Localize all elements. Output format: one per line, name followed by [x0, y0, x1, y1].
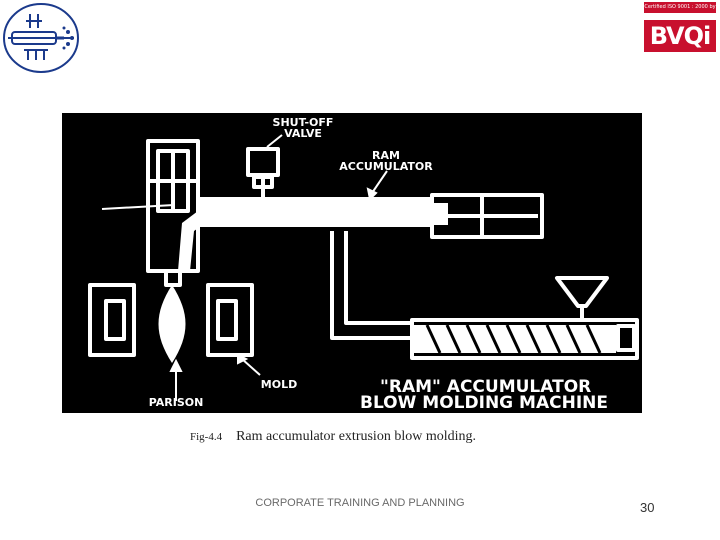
accumulator-arrow	[371, 170, 388, 194]
extruder-barrel	[410, 318, 639, 360]
page-number: 30	[640, 500, 655, 515]
figure-caption: Fig-4.4 Ram accumulator extrusion blow mo…	[190, 429, 476, 445]
valve-arrow	[266, 134, 283, 148]
parison-shape	[158, 285, 186, 363]
ram-accumulator-label: RAM ACCUMULATOR	[339, 149, 433, 173]
mold-label: MOLD	[260, 378, 298, 391]
certification-logo: Certified ISO 9001 : 2000 by BVQi	[644, 2, 716, 52]
shutoff-valve-body	[246, 147, 280, 177]
feed-pipe	[330, 231, 412, 340]
mold-left	[88, 283, 136, 357]
bvqi-mark: BVQi	[644, 20, 716, 52]
diagram-title-line2: BLOW MOLDING MACHINE	[360, 393, 608, 413]
footer-org-text: CORPORATE TRAINING AND PLANNING	[255, 497, 465, 509]
parison-label: PARISON	[148, 396, 204, 409]
figure-number: Fig-4.4	[190, 431, 223, 443]
blow-molding-diagram: SHUT-OFF VALVE RAM ACCUMULATOR PARISON M…	[62, 113, 642, 413]
shutoff-valve-label: SHUT-OFF VALVE	[272, 116, 334, 140]
hopper	[555, 276, 609, 308]
machine-schematic	[88, 134, 639, 401]
diagram-title-line1: "RAM" ACCUMULATOR	[380, 377, 592, 397]
company-logo	[2, 2, 80, 74]
mold-right	[206, 283, 254, 357]
mold-arrow	[241, 358, 261, 376]
certification-text: Certified ISO 9001 : 2000 by	[644, 2, 716, 13]
caption-text: Ram accumulator extrusion blow molding.	[236, 429, 476, 444]
